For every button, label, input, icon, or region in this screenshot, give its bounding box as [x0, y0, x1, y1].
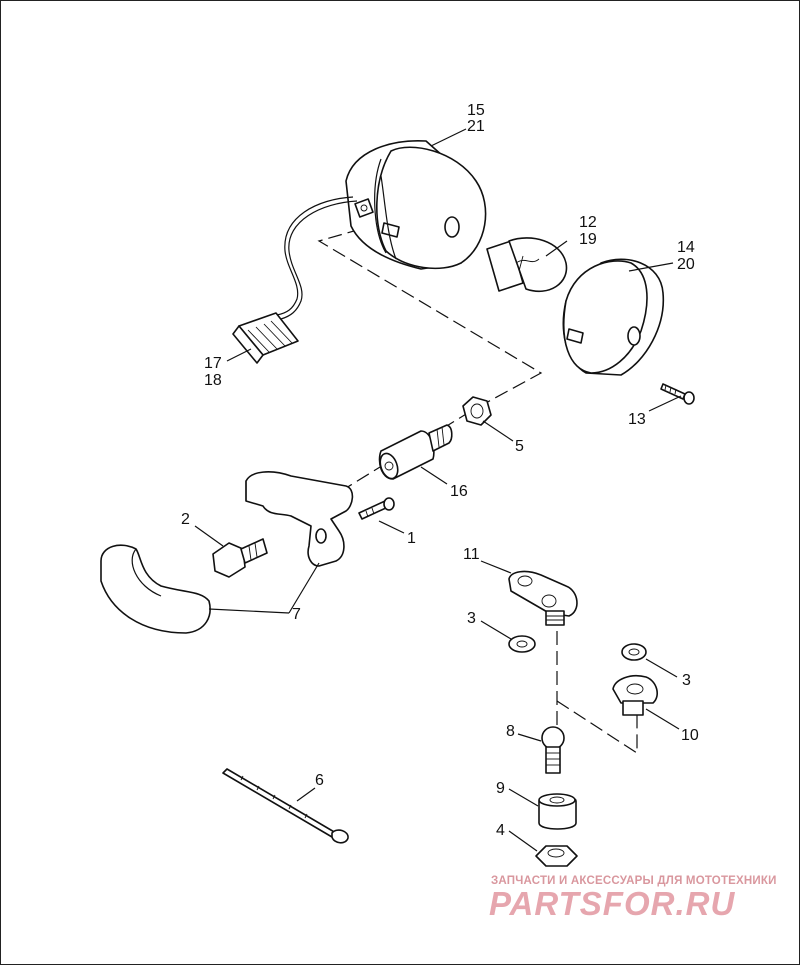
watermark-logo: PARTSFOR.RU [489, 885, 735, 922]
callout-17: 17 [204, 355, 222, 372]
callout-10: 10 [681, 727, 699, 744]
callout-12: 12 [579, 214, 597, 231]
callout-9: 9 [496, 780, 505, 797]
callout-3b: 3 [682, 672, 691, 689]
callout-15: 15 [467, 102, 485, 119]
callout-6: 6 [315, 772, 324, 789]
callout-21: 21 [467, 118, 485, 135]
callout-3a: 3 [467, 610, 476, 627]
ball-stud-8 [541, 726, 565, 774]
bolt-2 [212, 538, 268, 578]
callout-19: 19 [579, 231, 597, 248]
screw-13 [660, 383, 695, 405]
callout-4: 4 [496, 822, 505, 839]
callout-18: 18 [204, 372, 222, 389]
watermark-tagline: ЗАПЧАСТИ И АКСЕССУАРЫ ДЛЯ МОТОТЕХНИКИ [491, 875, 777, 887]
callout-2: 2 [181, 511, 190, 528]
leader-lines [194, 128, 682, 852]
callout-labels: 15 21 12 19 14 20 17 18 13 5 16 2 1 7 11… [181, 102, 699, 839]
callout-13: 13 [628, 411, 646, 428]
lens [562, 258, 665, 376]
screw-1 [358, 497, 395, 520]
callout-20: 20 [677, 256, 695, 273]
cable-tie-6 [222, 768, 349, 844]
callout-8: 8 [506, 723, 515, 740]
nut-4 [535, 845, 578, 867]
watermark: ЗАПЧАСТИ И АКСЕССУАРЫ ДЛЯ МОТОТЕХНИКИ PA… [489, 875, 777, 922]
bulb [486, 237, 568, 293]
socket-9 [538, 793, 577, 830]
callout-11: 11 [463, 546, 480, 563]
callout-16: 16 [450, 483, 468, 500]
nut-5 [462, 396, 492, 426]
clamp-bracket [100, 471, 354, 634]
callout-1: 1 [407, 530, 416, 547]
callout-5: 5 [515, 438, 524, 455]
callout-7: 7 [292, 606, 301, 623]
wire-harness [232, 196, 358, 364]
washer-3b [621, 643, 647, 661]
stud-16 [378, 424, 453, 480]
washer-3a [508, 635, 536, 653]
callout-14: 14 [677, 239, 695, 256]
bracket-11 [508, 570, 578, 626]
nut-10 [612, 674, 658, 716]
signal-housing [345, 140, 487, 270]
